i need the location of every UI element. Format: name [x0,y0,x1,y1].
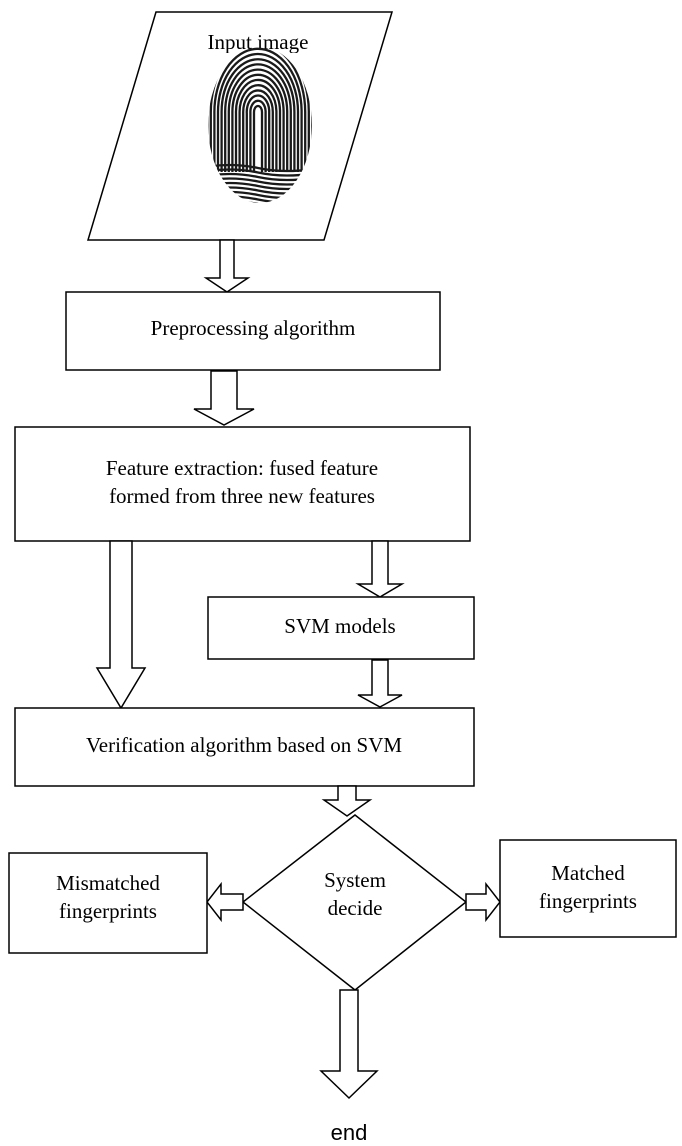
fingerprint-ridge [213,47,303,172]
fingerprint-ridge [242,89,274,172]
mismatched-box [8,852,208,954]
fingerprint-ridge [208,163,312,173]
end-label: end [331,1120,368,1145]
arrow-feature-extraction-to-svm-models [355,540,405,598]
fingerprint-ridge [224,63,292,172]
decision-line2: decide [328,896,383,920]
fingerprint-ridge [245,94,271,172]
fingerprint-ridge [238,84,278,172]
fingerprint-image [206,47,312,205]
arrow-svm-models-to-verification [357,659,403,708]
matched-line2: fingerprints [539,889,637,913]
fingerprint-ridge [220,58,296,172]
arrow-feature-extraction-to-verification [95,540,147,710]
svm-models-box [207,596,475,660]
fingerprint-ridge [216,52,300,172]
matched-box [499,839,677,938]
verification-box [14,707,475,787]
feature-extraction-line2: formed from three new features [109,484,375,508]
matched-line1: Matched [551,861,625,885]
verification-label: Verification algorithm based on SVM [86,733,402,757]
arrow-input-to-preprocessing [203,239,251,293]
mismatched-line1: Mismatched [56,871,160,895]
feature-extraction-box [14,426,471,542]
fingerprint-ridge [252,104,264,172]
fingerprint-ridge [227,68,289,172]
fingerprint-ridge [249,99,267,172]
preprocessing-label: Preprocessing algorithm [151,316,356,340]
fingerprint-ridge [234,78,282,172]
arrow-decision-to-end [319,989,379,1100]
svm-models-label: SVM models [284,614,395,638]
mismatched-line2: fingerprints [59,899,157,923]
decision-line1: System [324,868,386,892]
arrow-verification-to-decision [321,785,373,817]
arrow-decision-to-mismatched [206,881,244,923]
preprocessing-box [65,291,441,371]
fingerprint-ridge [231,73,285,172]
input-image-label: Input image [208,30,309,54]
feature-extraction-line1: Feature extraction: fused feature [106,456,378,480]
arrow-preprocessing-to-feature-extraction [193,370,255,426]
arrow-decision-to-matched [465,881,501,923]
